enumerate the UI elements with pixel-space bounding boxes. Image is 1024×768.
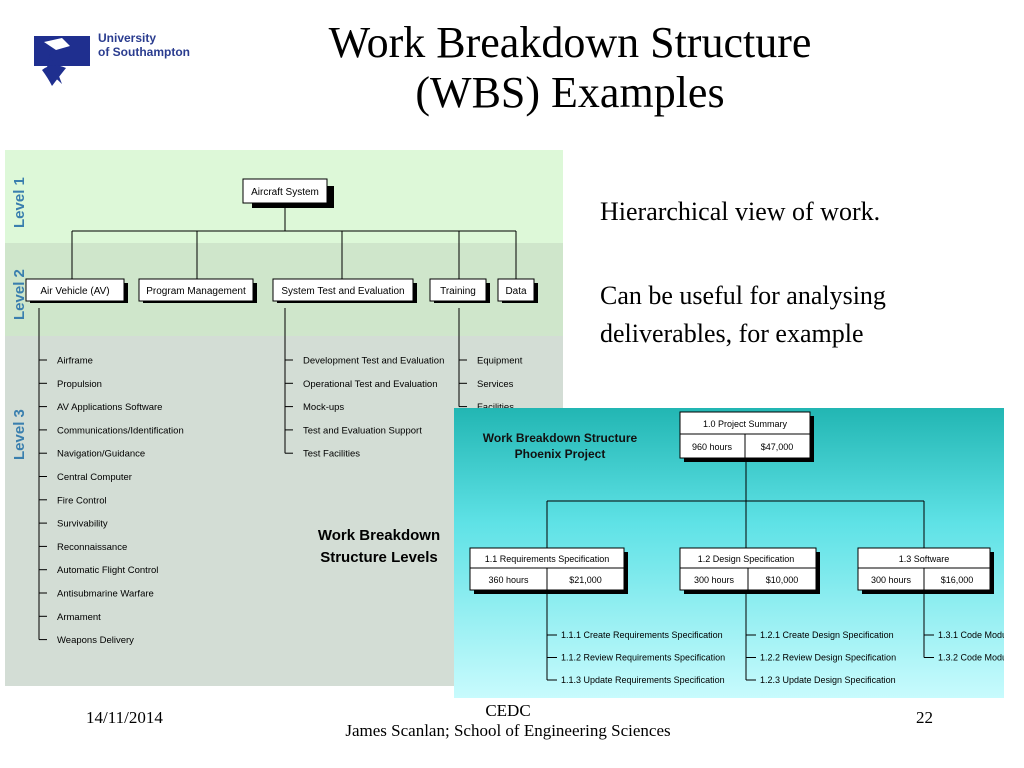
phoenix-task: 1.3.1 Code Module 1 (938, 630, 1004, 640)
root-node: Aircraft System (242, 178, 334, 208)
av-item: Central Computer (57, 472, 132, 483)
phoenix-connectors (546, 458, 925, 548)
training-item: Facilities (477, 402, 514, 413)
training-item: Equipment (477, 356, 523, 367)
phoenix-node-hours: 300 hours (694, 575, 735, 585)
levels-caption-line-2: Structure Levels (320, 549, 438, 566)
note-useful-line-2: deliverables, for example (600, 319, 864, 348)
phoenix-node-cost: $10,000 (766, 575, 799, 585)
level2-node-data: Data (497, 278, 538, 303)
summary-node: 1.0 Project Summary 960 hours $47,000 (679, 411, 814, 462)
phoenix-title-line-2: Phoenix Project (515, 447, 606, 461)
av-item: Fire Control (57, 495, 107, 506)
level2-label-ste: System Test and Evaluation (281, 286, 404, 297)
phoenix-node-cost: $21,000 (569, 575, 602, 585)
root-label: Aircraft System (251, 187, 319, 198)
phoenix-node-3: 1.3 Software 300 hours $16,000 1.3.1 Code M… (857, 547, 1004, 663)
av-item: Navigation/Guidance (57, 449, 145, 460)
title-line-2: (WBS) Examples (415, 68, 725, 117)
phoenix-task: 1.1.2 Review Requirements Specification (561, 653, 725, 663)
summary-hours: 960 hours (692, 442, 733, 452)
phoenix-task: 1.1.1 Create Requirements Specification (561, 630, 723, 640)
phoenix-node-name: 1.1 Requirements Specification (485, 554, 610, 564)
phoenix-node-1: 1.1 Requirements Specification 360 hours $… (469, 547, 725, 685)
university-logo (34, 36, 90, 86)
footer-center: CEDC James Scanlan; School of Engineerin… (240, 701, 776, 741)
level-2-label: Level 2 (11, 269, 28, 320)
av-item: Airframe (57, 356, 93, 367)
footer-author: James Scanlan; School of Engineering Sci… (345, 721, 671, 740)
ste-item: Operational Test and Evaluation (303, 379, 438, 390)
av-item: Antisubmarine Warfare (57, 589, 154, 600)
phoenix-wbs-diagram: Work Breakdown Structure Phoenix Project… (454, 408, 1004, 698)
level2-label-pm: Program Management (146, 286, 246, 297)
phoenix-task: 1.2.3 Update Design Specification (760, 675, 896, 685)
level2-label-data: Data (505, 286, 527, 297)
av-item: Armament (57, 612, 101, 623)
slide-title: Work Breakdown Structure (WBS) Examples (230, 18, 910, 118)
av-item: Propulsion (57, 379, 102, 390)
phoenix-task: 1.1.3 Update Requirements Specification (561, 675, 725, 685)
level1-connectors (71, 205, 517, 280)
summary-name: 1.0 Project Summary (703, 419, 788, 429)
footer-date: 14/11/2014 (86, 708, 163, 727)
phoenix-node-name: 1.2 Design Specification (698, 554, 795, 564)
logo-line-2: of Southampton (98, 45, 190, 59)
title-line-1: Work Breakdown Structure (328, 18, 812, 67)
phoenix-title-line-1: Work Breakdown Structure (483, 431, 638, 445)
footer-page-number: 22 (916, 708, 933, 727)
phoenix-child-nodes: 1.1 Requirements Specification 360 hours $… (469, 547, 1004, 685)
footer-org: CEDC (485, 701, 531, 720)
ste-item: Development Test and Evaluation (303, 356, 444, 367)
phoenix-task: 1.2.2 Review Design Specification (760, 653, 896, 663)
ste-item: Test and Evaluation Support (303, 425, 422, 436)
logo-line-1: University (98, 31, 157, 45)
phoenix-task: 1.2.1 Create Design Specification (760, 630, 894, 640)
level2-node-training: Training (429, 278, 490, 303)
level2-node-av: Air Vehicle (AV) (25, 278, 128, 303)
level2-label-training: Training (440, 286, 476, 297)
logo-text: University of Southampton (98, 31, 190, 59)
phoenix-node-hours: 300 hours (871, 575, 912, 585)
av-item: AV Applications Software (57, 402, 162, 413)
level2-node-ste: System Test and Evaluation (272, 278, 417, 303)
phoenix-node-name: 1.3 Software (899, 554, 950, 564)
training-item: Services (477, 379, 514, 390)
ste-item: Mock-ups (303, 402, 344, 413)
phoenix-node-hours: 360 hours (488, 575, 529, 585)
av-item: Communications/Identification (57, 425, 184, 436)
av-item: Weapons Delivery (57, 635, 134, 646)
logo-dolphin-icon (42, 65, 66, 86)
level-1-label: Level 1 (11, 177, 28, 228)
phoenix-node-cost: $16,000 (941, 575, 974, 585)
level2-label-av: Air Vehicle (AV) (40, 286, 109, 297)
summary-cost: $47,000 (761, 442, 794, 452)
av-item: Survivability (57, 519, 108, 530)
av-item: Automatic Flight Control (57, 565, 158, 576)
note-hierarchical: Hierarchical view of work. (600, 197, 881, 226)
ste-item: Test Facilities (303, 449, 360, 460)
av-item: Reconnaissance (57, 542, 127, 553)
phoenix-task: 1.3.2 Code Module 2 (938, 653, 1004, 663)
phoenix-node-2: 1.2 Design Specification 300 hours $10,000… (679, 547, 896, 685)
level-3-label: Level 3 (11, 409, 28, 460)
levels-caption-line-1: Work Breakdown (318, 527, 440, 544)
note-useful-line-1: Can be useful for analysing (600, 281, 886, 310)
level2-node-pm: Program Management (138, 278, 257, 303)
